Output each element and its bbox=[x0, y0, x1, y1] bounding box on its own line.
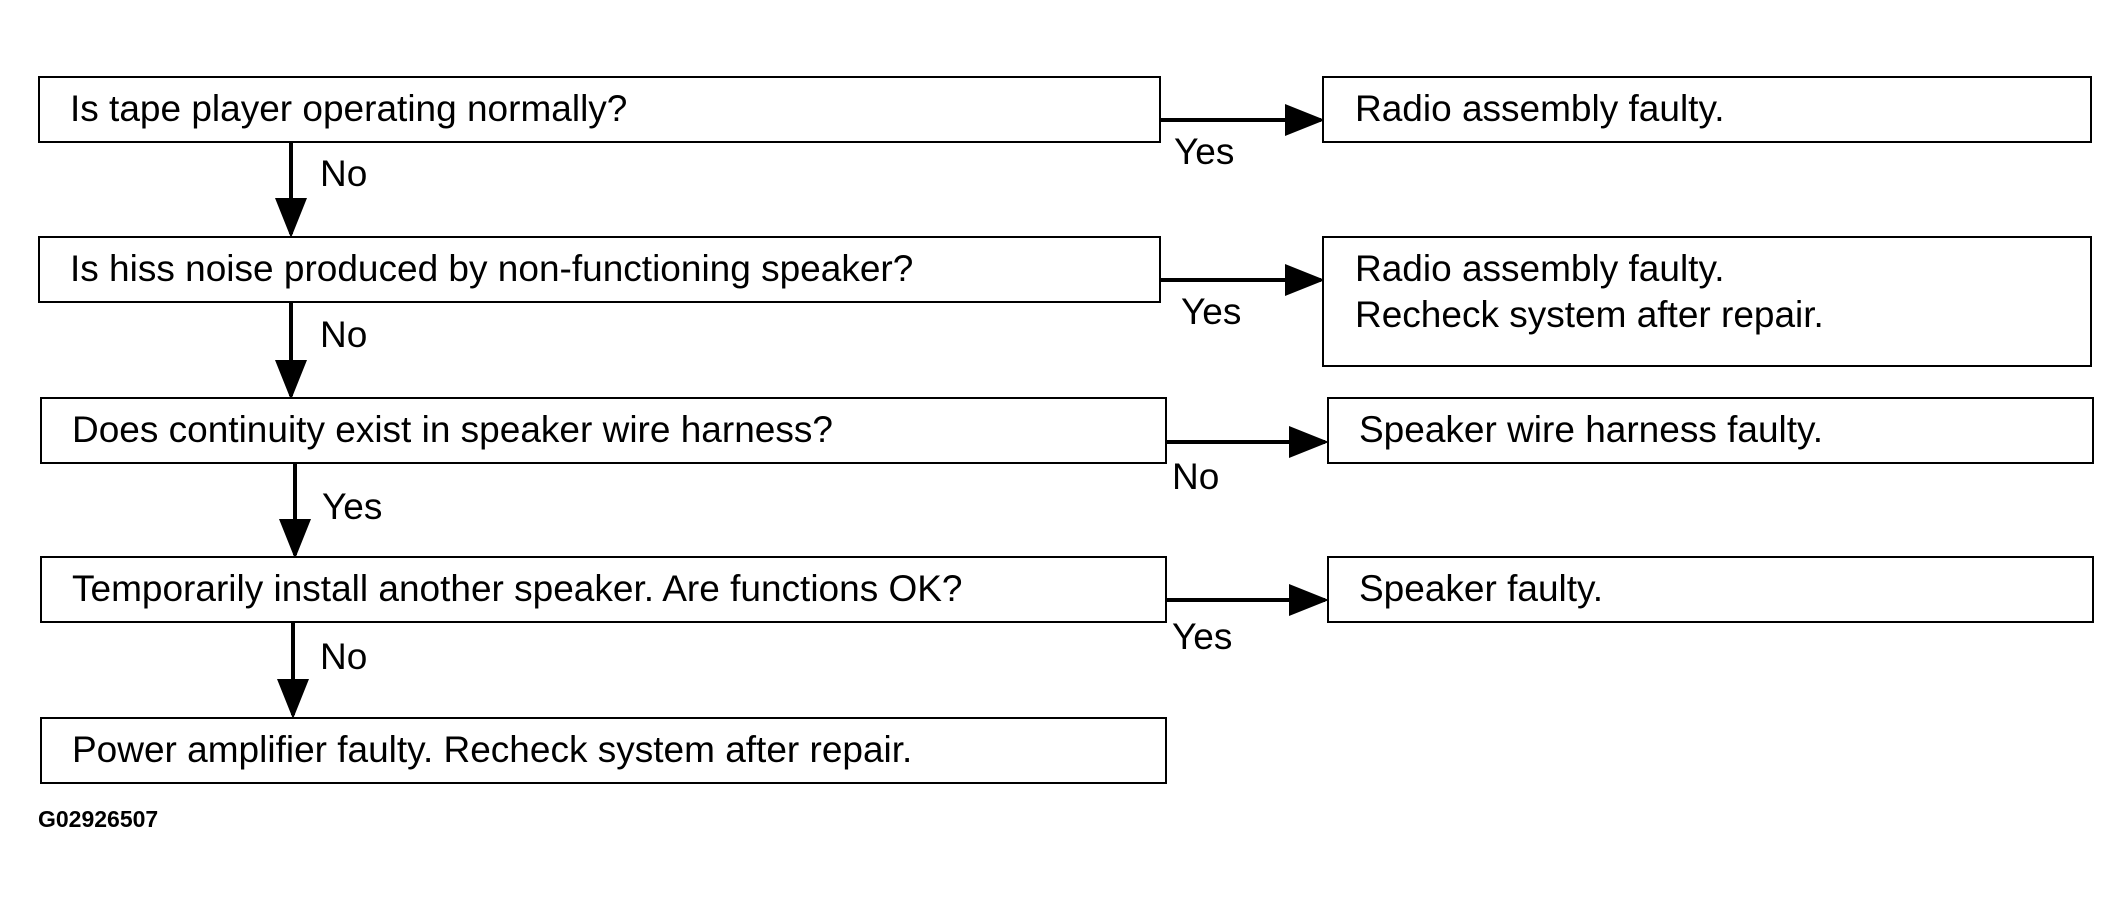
side-label-3: No bbox=[1172, 456, 1220, 497]
side-label-2: Yes bbox=[1181, 291, 1242, 332]
question-box-2: Is hiss noise produced by non-functionin… bbox=[38, 236, 1161, 303]
outcome-4-line-1: Speaker faulty. bbox=[1359, 568, 1604, 609]
outcome-3-line-1: Speaker wire harness faulty. bbox=[1359, 409, 1824, 450]
question-box-1: Is tape player operating normally? bbox=[38, 76, 1161, 143]
outcome-box-3: Speaker wire harness faulty. bbox=[1327, 397, 2094, 464]
down-label-2: No bbox=[320, 314, 368, 355]
outcome-2-line-1: Radio assembly faulty. bbox=[1355, 248, 1725, 289]
outcome-box-4: Speaker faulty. bbox=[1327, 556, 2094, 623]
side-label-1: Yes bbox=[1174, 131, 1235, 172]
outcome-box-2: Radio assembly faulty. Recheck system af… bbox=[1322, 236, 2092, 367]
outcome-box-1: Radio assembly faulty. bbox=[1322, 76, 2092, 143]
final-result-box: Power amplifier faulty. Recheck system a… bbox=[40, 717, 1167, 784]
question-box-3: Does continuity exist in speaker wire ha… bbox=[40, 397, 1167, 464]
down-label-1: No bbox=[320, 153, 368, 194]
outcome-1-line-1: Radio assembly faulty. bbox=[1355, 88, 1725, 129]
outcome-2-line-2: Recheck system after repair. bbox=[1355, 294, 1824, 335]
side-label-4: Yes bbox=[1172, 616, 1233, 657]
down-label-4: No bbox=[320, 636, 368, 677]
figure-id: G02926507 bbox=[38, 806, 159, 832]
question-box-4: Temporarily install another speaker. Are… bbox=[40, 556, 1167, 623]
down-label-3: Yes bbox=[322, 486, 383, 527]
